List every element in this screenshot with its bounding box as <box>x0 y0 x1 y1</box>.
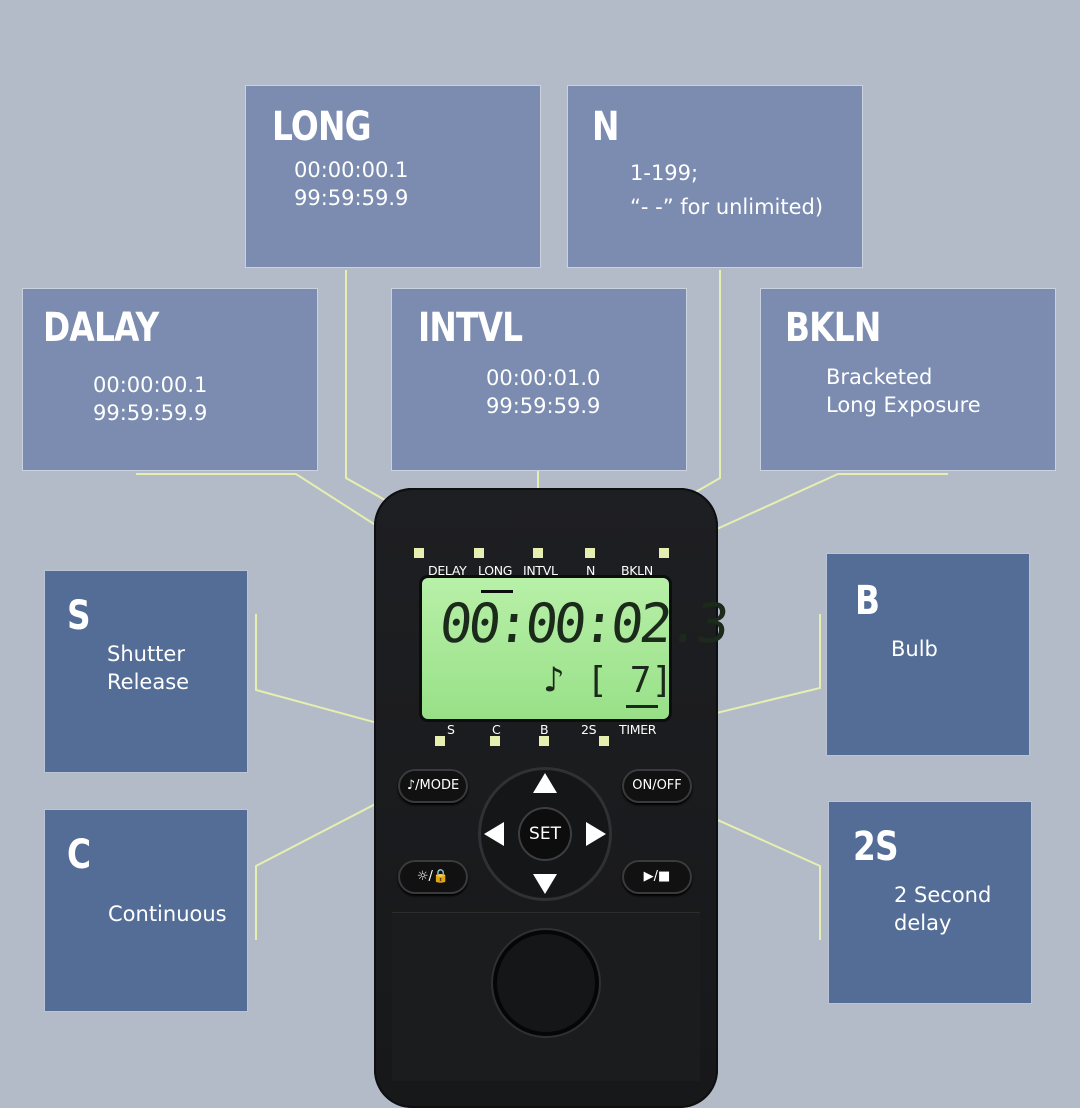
s-box: S Shutter Release <box>44 570 248 773</box>
2s-box: 2S 2 Second delay <box>828 801 1032 1004</box>
label-intvl: INTVL <box>523 563 558 578</box>
dot-intvl <box>533 548 543 558</box>
label-n: N <box>586 563 596 578</box>
up-arrow-icon[interactable] <box>533 773 557 793</box>
lcd-underline <box>626 705 658 708</box>
dot-delay <box>414 548 424 558</box>
mode-button[interactable]: ♪/MODE <box>398 769 468 803</box>
down-arrow-icon[interactable] <box>533 874 557 894</box>
2s-title: 2S <box>853 824 899 870</box>
lcd-mode-marker <box>481 590 513 593</box>
intvl-box: INTVL 00:00:01.0 99:59:59.9 <box>391 288 687 471</box>
label-c: C <box>492 722 501 737</box>
dot-s <box>435 736 445 746</box>
label-long: LONG <box>478 563 513 578</box>
n-title: N <box>592 104 619 150</box>
b-title: B <box>855 578 880 624</box>
leader-bkln <box>663 473 948 554</box>
intvl-text: 00:00:01.0 99:59:59.9 <box>486 366 601 418</box>
long-box: LONG 00:00:00.1 99:59:59.9 <box>245 85 541 268</box>
label-delay: DELAY <box>428 563 467 578</box>
lcd-time: 00:00:02.3 <box>436 592 729 655</box>
intvl-title: INTVL <box>418 305 523 351</box>
s-title: S <box>67 593 91 639</box>
dot-c <box>490 736 500 746</box>
lcd-count: ♪ [ 7] <box>543 660 674 701</box>
c-box: C Continuous <box>44 809 248 1012</box>
b-text: Bulb <box>891 637 938 661</box>
label-2s: 2S <box>581 722 597 737</box>
s-text: Shutter Release <box>107 642 190 694</box>
delay-box: DALAY 00:00:00.1 99:59:59.9 <box>22 288 318 471</box>
shutter-button[interactable] <box>497 934 595 1032</box>
set-button[interactable]: SET <box>518 807 572 861</box>
dot-bkln <box>659 548 669 558</box>
play-stop-button[interactable]: ▶/■ <box>622 860 692 894</box>
dot-n <box>585 548 595 558</box>
bkln-text: Bracketed Long Exposure <box>826 365 981 417</box>
lcd-screen <box>422 578 669 719</box>
right-arrow-icon[interactable] <box>586 822 606 846</box>
dot-b <box>539 736 549 746</box>
light-lock-button[interactable]: ☼/🔒 <box>398 860 468 894</box>
c-title: C <box>67 832 91 878</box>
label-bkln: BKLN <box>621 563 653 578</box>
dot-long <box>474 548 484 558</box>
dot-2s <box>599 736 609 746</box>
left-arrow-icon[interactable] <box>484 822 504 846</box>
c-text: Continuous <box>108 902 227 926</box>
onoff-button[interactable]: ON/OFF <box>622 769 692 803</box>
2s-text: 2 Second delay <box>894 883 992 935</box>
delay-text: 00:00:00.1 99:59:59.9 <box>93 373 208 425</box>
long-title: LONG <box>272 104 372 150</box>
delay-title: DALAY <box>43 305 159 351</box>
n-text: 1-199; “- -” for unlimited) <box>630 161 824 219</box>
label-timer: TIMER <box>619 722 657 737</box>
label-b: B <box>540 722 549 737</box>
n-box: N 1-199; “- -” for unlimited) <box>567 85 863 268</box>
b-box: B Bulb <box>826 553 1030 756</box>
long-text: 00:00:00.1 99:59:59.9 <box>294 158 409 210</box>
bkln-title: BKLN <box>785 305 881 351</box>
label-s: S <box>447 722 455 737</box>
bkln-box: BKLN Bracketed Long Exposure <box>760 288 1056 471</box>
